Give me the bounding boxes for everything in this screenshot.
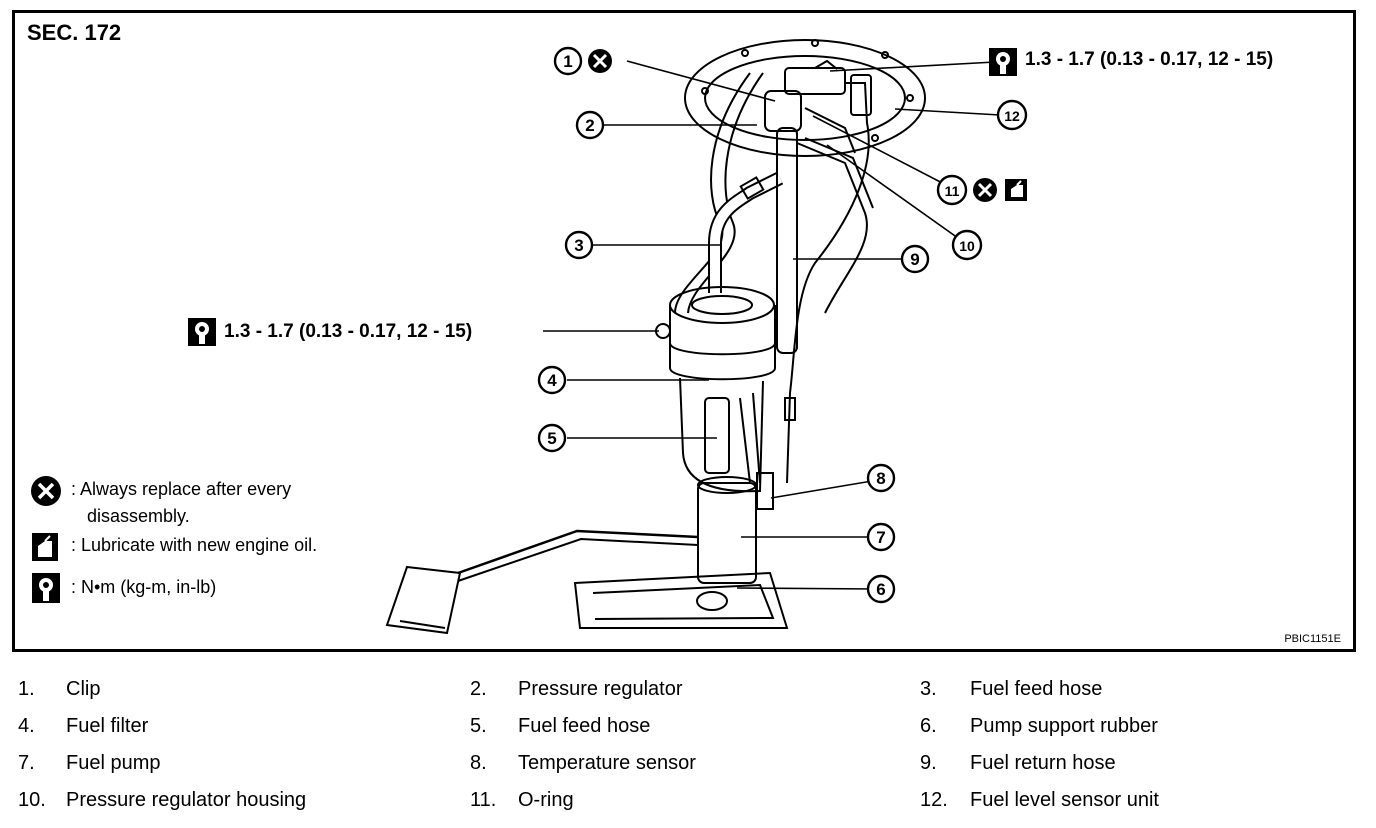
- replace-icon: [588, 49, 612, 73]
- torque-wrench-icon: [32, 573, 60, 603]
- svg-text:8: 8: [876, 469, 885, 488]
- svg-text:12: 12: [1004, 108, 1020, 124]
- legend-replace-continued: disassembly.: [87, 506, 190, 526]
- legend-torque-unit: : N•m (kg-m, in-lb): [71, 577, 217, 597]
- legend-lubricate: : Lubricate with new engine oil.: [71, 535, 318, 555]
- callout-8: 8: [866, 463, 896, 493]
- parts-list: 1. Clip 2. Pressure regulator 3. Fuel fe…: [18, 678, 1159, 811]
- fuel-pump-diagram: 1 2 3 4 5 6 7 8 9 10 11 12: [31, 39, 1028, 635]
- float: [385, 565, 462, 635]
- callout-4: 4: [537, 365, 567, 395]
- callout-3: 3: [564, 230, 594, 260]
- callout-9: 9: [900, 244, 930, 274]
- fuel-return-hose: [776, 127, 798, 354]
- svg-text:11: 11: [945, 183, 960, 199]
- fuel-feed-hose-lower: [704, 397, 730, 474]
- svg-text:9: 9: [910, 250, 919, 269]
- float-arm: [457, 529, 699, 575]
- svg-text:2: 2: [585, 116, 594, 135]
- torque-spec-top: 1.3 - 1.7 (0.13 - 0.17, 12 - 15): [1025, 49, 1274, 70]
- callout-11: 11: [936, 174, 968, 206]
- legend-replace: : Always replace after every: [71, 479, 292, 499]
- fuel-filter-body: [669, 305, 776, 381]
- hose-clamp: [739, 176, 765, 200]
- callout-6: 6: [866, 574, 896, 604]
- svg-text:1: 1: [563, 52, 572, 71]
- torque-spec-filter: 1.3 - 1.7 (0.13 - 0.17, 12 - 15): [224, 321, 473, 342]
- callout-1: 1: [553, 46, 583, 76]
- replace-icon: [31, 476, 61, 506]
- figure-code: PBIC1151E: [1284, 633, 1341, 645]
- svg-text:3: 3: [574, 236, 583, 255]
- callout-7: 7: [866, 522, 896, 552]
- callout-10: 10: [951, 229, 983, 261]
- callout-12: 12: [996, 99, 1028, 131]
- section-label: SEC. 172: [27, 20, 122, 45]
- mounting-flange: [684, 39, 926, 157]
- svg-text:6: 6: [876, 580, 885, 599]
- fuel-pump: [697, 482, 757, 584]
- callout-5: 5: [537, 423, 567, 453]
- oil-can-icon: [32, 533, 58, 561]
- svg-text:4: 4: [547, 371, 557, 390]
- exploded-diagram-frame: 1 2 3 4 5 6 7 8 9 10 11 12: [12, 10, 1356, 652]
- callout-2: 2: [575, 110, 605, 140]
- svg-text:10: 10: [959, 238, 975, 254]
- svg-text:5: 5: [547, 429, 556, 448]
- pump-support-rubber: [573, 571, 789, 629]
- oil-can-icon: [1005, 179, 1027, 201]
- torque-wrench-icon: [989, 48, 1017, 76]
- torque-wrench-icon: [188, 318, 216, 346]
- replace-icon: [973, 178, 997, 202]
- svg-text:7: 7: [876, 528, 885, 547]
- pressure-regulator: [764, 90, 802, 132]
